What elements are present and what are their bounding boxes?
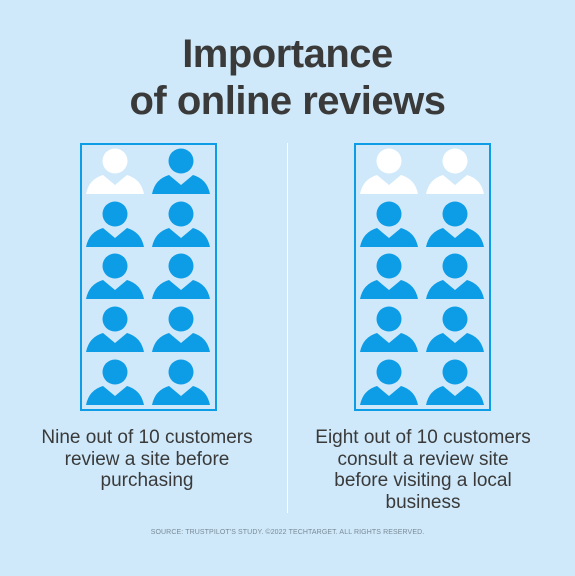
person-icon [360, 148, 418, 195]
person-icon [152, 306, 210, 353]
person-head [102, 148, 128, 174]
person-head [168, 148, 194, 174]
person-head [376, 359, 402, 385]
person-icon [426, 148, 484, 195]
person-body [152, 175, 210, 195]
person-body [86, 227, 144, 247]
person-head [168, 306, 194, 332]
person-highlighted [422, 303, 488, 356]
person-head [442, 359, 468, 385]
person-body [152, 227, 210, 247]
person-head [102, 201, 128, 227]
person-body [86, 385, 144, 405]
person-head [442, 148, 468, 174]
caption-line: business [385, 491, 461, 513]
person-highlighted [422, 355, 488, 408]
panel-left-frame [80, 143, 217, 411]
person-head [376, 148, 402, 174]
person-body [152, 280, 210, 300]
person-highlighted [82, 198, 148, 251]
person-highlighted [148, 303, 214, 356]
person-icon [86, 148, 144, 195]
person-not-highlighted [82, 145, 148, 198]
person-highlighted [82, 355, 148, 408]
person-body [426, 227, 484, 247]
caption-line: review a site before [64, 448, 230, 470]
person-body [86, 333, 144, 353]
person-head [376, 201, 402, 227]
title-line-1: Importance [182, 32, 393, 76]
person-highlighted [422, 250, 488, 303]
person-head [442, 253, 468, 279]
person-icon [360, 306, 418, 353]
person-not-highlighted [422, 145, 488, 198]
person-highlighted [148, 198, 214, 251]
person-icon [152, 253, 210, 300]
person-body [426, 385, 484, 405]
person-head [376, 306, 402, 332]
person-highlighted [82, 303, 148, 356]
person-highlighted [356, 198, 422, 251]
person-highlighted [82, 250, 148, 303]
panel-left-caption: Nine out of 10 customers review a site b… [17, 427, 277, 492]
person-icon [360, 359, 418, 405]
person-icon [152, 148, 210, 195]
panel-right-people-grid [356, 145, 489, 409]
person-head [442, 201, 468, 227]
panel-right-caption: Eight out of 10 customers consult a revi… [293, 427, 553, 513]
person-body [426, 333, 484, 353]
caption-line: consult a review site [337, 448, 509, 470]
person-head [102, 306, 128, 332]
person-icon [426, 201, 484, 247]
person-body [426, 175, 484, 195]
person-icon [152, 359, 210, 405]
person-body [152, 385, 210, 405]
title-line-2: of online reviews [129, 79, 446, 123]
person-icon [360, 201, 418, 247]
person-body [360, 175, 418, 195]
person-head [168, 253, 194, 279]
person-body [360, 280, 418, 300]
person-head [102, 253, 128, 279]
person-icon [86, 359, 144, 405]
person-head [168, 359, 194, 385]
source-credit: SOURCE: TRUSTPILOT'S STUDY. ©2022 TECHTA… [150, 529, 425, 536]
person-not-highlighted [356, 145, 422, 198]
caption-line: purchasing [100, 470, 194, 491]
person-highlighted [422, 198, 488, 251]
person-highlighted [356, 355, 422, 408]
person-icon [86, 201, 144, 247]
person-body [360, 333, 418, 353]
panel-divider [287, 143, 288, 513]
person-head [376, 253, 402, 279]
person-body [86, 175, 144, 195]
person-icon [86, 253, 144, 300]
person-highlighted [148, 250, 214, 303]
person-body [426, 280, 484, 300]
person-icon [152, 201, 210, 247]
person-body [152, 333, 210, 353]
person-highlighted [356, 250, 422, 303]
caption-line: Nine out of 10 customers [41, 427, 253, 448]
person-icon [360, 253, 418, 300]
person-body [86, 280, 144, 300]
person-icon [426, 253, 484, 300]
panel-left-people-grid [82, 145, 215, 409]
person-icon [426, 306, 484, 353]
person-highlighted [148, 145, 214, 198]
person-head [168, 201, 194, 227]
person-body [360, 227, 418, 247]
person-head [442, 306, 468, 332]
person-highlighted [148, 355, 214, 408]
person-icon [86, 306, 144, 353]
caption-line: before visiting a local [334, 470, 512, 491]
person-highlighted [356, 303, 422, 356]
person-icon [426, 359, 484, 405]
person-body [360, 385, 418, 405]
person-head [102, 359, 128, 385]
caption-line: Eight out of 10 customers [315, 427, 531, 448]
panel-right-frame [354, 143, 491, 411]
